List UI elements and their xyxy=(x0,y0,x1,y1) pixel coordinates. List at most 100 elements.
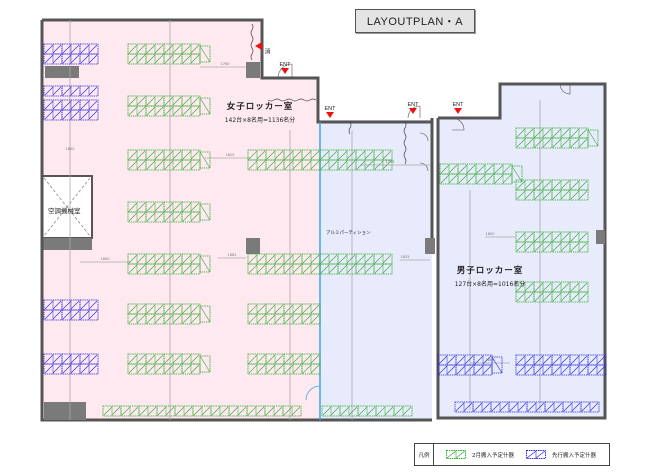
locker-diagonal xyxy=(273,406,283,416)
locker-diagonal xyxy=(328,150,338,160)
locker-diagonal xyxy=(190,212,200,222)
locker-diagonal xyxy=(128,96,138,106)
locker-diagonal xyxy=(446,355,456,365)
locker-diagonal xyxy=(535,402,545,412)
locker-diagonal xyxy=(563,402,573,412)
bench-diagonal xyxy=(199,151,211,169)
locker-diagonal xyxy=(146,354,156,364)
locker-diagonal xyxy=(183,406,193,416)
locker-diagonal xyxy=(229,406,239,416)
locker-diagonal xyxy=(542,242,552,252)
locker-diagonal xyxy=(182,54,192,64)
hvac-room-label: 空調機械室 xyxy=(48,207,81,215)
locker-diagonal xyxy=(524,365,534,375)
locker-diagonal xyxy=(374,160,384,170)
locker-diagonal xyxy=(88,54,98,64)
locker-diagonal xyxy=(320,160,330,170)
locker-diagonal xyxy=(62,110,72,120)
bench-end xyxy=(491,356,503,374)
locker-diagonal xyxy=(44,300,54,310)
locker-diagonal xyxy=(560,138,570,148)
locker-diagonal xyxy=(516,282,526,292)
locker-group-green xyxy=(247,353,321,375)
locker-diagonal xyxy=(136,304,146,314)
locker-diagonal xyxy=(322,406,332,416)
locker-diagonal xyxy=(62,54,72,64)
column xyxy=(596,230,605,244)
locker-diagonal xyxy=(578,292,588,302)
curtain xyxy=(250,23,254,61)
locker-diagonal xyxy=(146,304,156,314)
womens-locker-room-floor xyxy=(42,20,320,420)
locker-diagonal xyxy=(438,365,448,375)
locker-diagonal xyxy=(80,364,90,374)
column xyxy=(44,402,86,420)
curtain xyxy=(348,121,352,135)
locker-diagonal xyxy=(358,406,368,416)
womens-room-capacity: 142台×8名用=1136名分 xyxy=(224,117,296,124)
locker-diagonal xyxy=(62,86,72,96)
bench-diagonal xyxy=(199,355,211,373)
locker-group-blue xyxy=(43,353,99,375)
locker-diagonal xyxy=(80,54,90,64)
locker-diagonal xyxy=(291,406,301,416)
locker-diagonal xyxy=(157,406,167,416)
locker-diagonal xyxy=(320,150,330,160)
locker-diagonal xyxy=(534,190,544,200)
locker-diagonal xyxy=(164,54,174,64)
locker-diagonal xyxy=(560,128,570,138)
locker-diagonal xyxy=(129,406,139,416)
locker-diagonal xyxy=(146,364,156,374)
locker-diagonal xyxy=(310,314,320,324)
locker-diagonal xyxy=(274,364,284,374)
locker-diagonal xyxy=(542,138,552,148)
locker-diagonal xyxy=(560,190,570,200)
bench-end xyxy=(199,203,211,221)
locker-diagonal xyxy=(146,150,156,160)
locker-diagonal xyxy=(52,310,62,320)
locker-diagonal xyxy=(274,254,284,264)
locker-diagonal xyxy=(190,314,200,324)
locker-diagonal xyxy=(310,304,320,314)
locker-diagonal xyxy=(524,355,534,365)
locker-group-green xyxy=(319,253,393,275)
locker-diagonal xyxy=(516,138,526,148)
locker-diagonal xyxy=(164,150,174,160)
locker-diagonal xyxy=(374,264,384,274)
mens-locker-room-floor-center xyxy=(320,120,432,420)
locker-diagonal xyxy=(172,212,182,222)
locker-group-green xyxy=(127,95,211,117)
locker-diagonal xyxy=(284,364,294,374)
partition-door-swing xyxy=(305,385,321,401)
locker-diagonal xyxy=(364,150,374,160)
locker-diagonal xyxy=(52,110,62,120)
locker-diagonal xyxy=(491,402,501,412)
legend: 凡例 2月搬入予定什器 先行搬入予定什器 xyxy=(414,443,610,466)
blue-fixture-swatch-icon xyxy=(526,450,546,459)
locker-diagonal xyxy=(570,282,580,292)
locker-diagonal xyxy=(44,86,54,96)
locker-diagonal xyxy=(476,174,486,184)
locker-diagonal xyxy=(121,406,131,416)
locker-group-green xyxy=(515,127,599,149)
locker-diagonal xyxy=(164,354,174,364)
locker-diagonal xyxy=(172,44,182,54)
locker-diagonal xyxy=(542,232,552,242)
locker-diagonal xyxy=(578,138,588,148)
locker-diagonal xyxy=(302,364,312,374)
mens-room-capacity: 127台×8名用=1016名分 xyxy=(454,281,526,288)
locker-diagonal xyxy=(136,364,146,374)
locker-diagonal xyxy=(484,174,494,184)
locker-diagonal xyxy=(154,160,164,170)
locker-diagonal xyxy=(172,364,182,374)
locker-diagonal xyxy=(560,232,570,242)
locker-diagonal xyxy=(103,406,113,416)
locker-diagonal xyxy=(172,96,182,106)
locker-diagonal xyxy=(346,150,356,160)
locker-diagonal xyxy=(524,282,534,292)
locker-diagonal xyxy=(310,160,320,170)
locker-diagonal xyxy=(154,106,164,116)
locker-diagonal xyxy=(374,254,384,264)
locker-diagonal xyxy=(44,44,54,54)
